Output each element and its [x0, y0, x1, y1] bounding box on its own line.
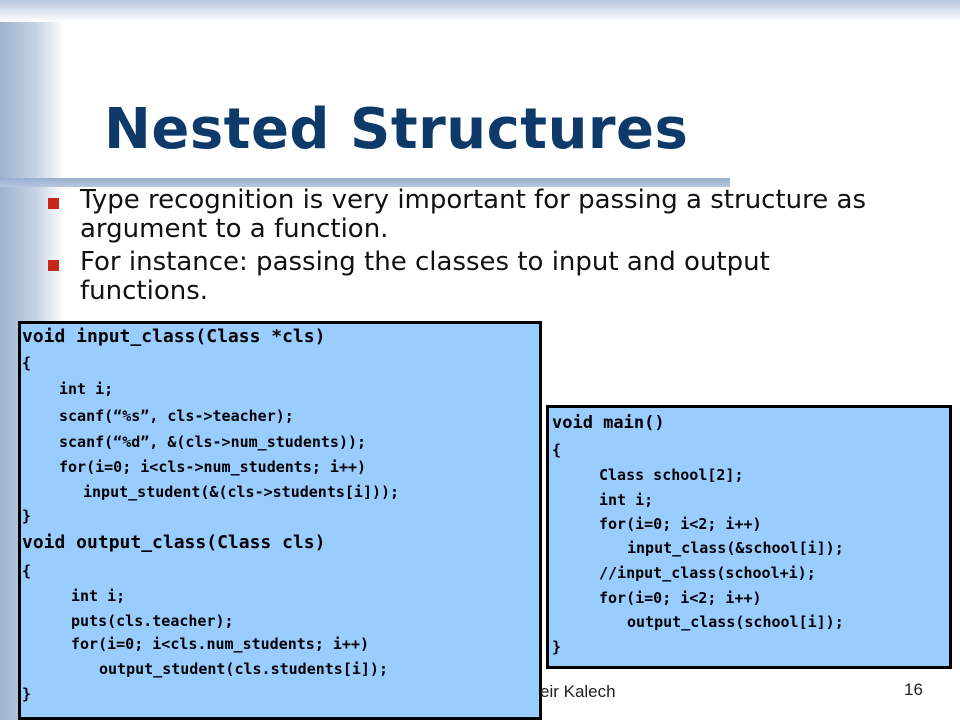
code-line: void input_class(Class *cls) — [22, 326, 326, 347]
code-box-main: void main() { Class school[2]; int i; fo… — [546, 405, 952, 669]
bullet-text: Type recognition is very important for p… — [80, 185, 866, 244]
code-line: scanf(“%s”, cls->teacher); — [59, 407, 294, 425]
code-line: for(i=0; i<cls.num_students; i++) — [71, 635, 370, 653]
code-line: scanf(“%d”, &(cls->num_students)); — [59, 433, 367, 451]
bullet-item: For instance: passing the classes to inp… — [42, 248, 892, 306]
page-number: 16 — [904, 680, 923, 699]
code-line: void output_class(Class cls) — [22, 532, 326, 553]
code-line: for(i=0; i<cls->num_students; i++) — [59, 458, 367, 476]
code-line: //input_class(school+i); — [599, 564, 816, 582]
title-underline-bar — [0, 178, 730, 187]
code-line: output_class(school[i]); — [627, 613, 844, 631]
code-line: for(i=0; i<2; i++) — [599, 515, 762, 533]
bullet-list: Type recognition is very important for p… — [42, 186, 892, 310]
code-line: void main() — [552, 413, 665, 433]
code-line: int i; — [599, 491, 654, 509]
code-line: puts(cls.teacher); — [71, 612, 234, 630]
code-line: { — [22, 562, 32, 580]
code-line: input_class(&school[i]); — [627, 539, 844, 557]
code-line: int i; — [71, 587, 126, 605]
code-line: { — [22, 354, 32, 372]
code-box-input-output-class: void input_class(Class *cls) { int i; sc… — [18, 321, 542, 720]
code-line: } — [552, 638, 562, 656]
slide-top-decoration — [0, 0, 960, 22]
code-line: for(i=0; i<2; i++) — [599, 589, 762, 607]
bullet-text: For instance: passing the classes to inp… — [80, 247, 770, 306]
slide-title: Nested Structures — [104, 97, 689, 162]
code-line: } — [22, 685, 32, 703]
code-line: output_student(cls.students[i]); — [99, 660, 388, 678]
footer-author: eir Kalech — [540, 682, 616, 701]
square-bullet-icon — [48, 198, 59, 209]
code-line: input_student(&(cls->students[i])); — [83, 483, 400, 501]
square-bullet-icon — [48, 260, 59, 271]
code-line: { — [552, 441, 562, 459]
code-line: Class school[2]; — [599, 466, 744, 484]
code-line: int i; — [59, 380, 114, 398]
code-line: } — [22, 507, 32, 525]
bullet-item: Type recognition is very important for p… — [42, 186, 892, 244]
